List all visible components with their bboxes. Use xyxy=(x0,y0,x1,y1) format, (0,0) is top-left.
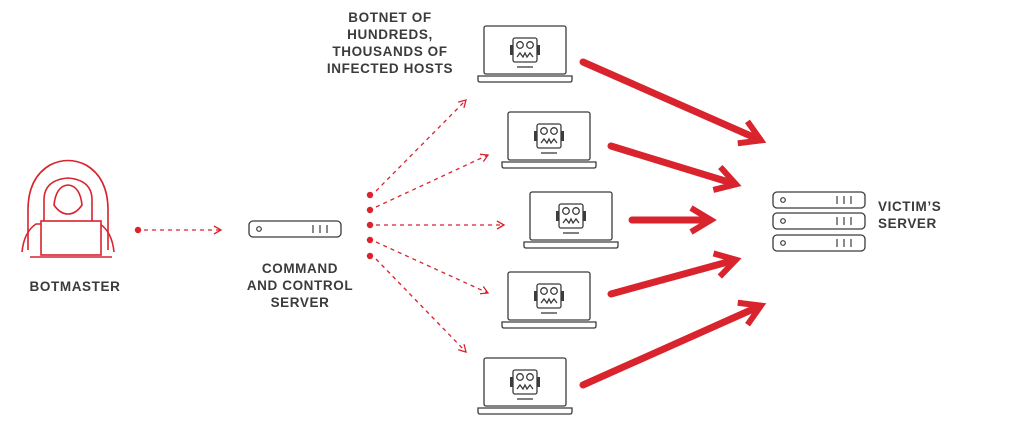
victim-label-line: VICTIM’S xyxy=(878,199,942,214)
cnc-broadcast-dots xyxy=(366,191,374,260)
server-stack-icon xyxy=(772,191,866,252)
botmaster-dot xyxy=(134,226,142,234)
botnet-label: BOTNET OF HUNDREDS, THOUSANDS OF INFECTE… xyxy=(305,9,475,77)
victim-server-label: VICTIM’S SERVER xyxy=(878,198,968,232)
attack-arrows xyxy=(579,58,767,389)
victim-label-line: SERVER xyxy=(878,216,937,231)
laptop-robot-icon xyxy=(523,191,619,249)
hooded-hacker-icon xyxy=(21,159,115,258)
server-icon xyxy=(248,220,342,238)
cnc-label-line: AND CONTROL xyxy=(246,278,354,293)
laptop-robot-icon xyxy=(501,111,597,169)
cnc-to-hosts-arrows xyxy=(375,99,506,353)
botnet-label-line: THOUSANDS OF xyxy=(332,44,448,59)
botnet-label-line: BOTNET OF xyxy=(348,10,432,25)
cnc-label: COMMAND AND CONTROL SERVER xyxy=(240,260,360,311)
botnet-label-line: HUNDREDS, xyxy=(347,27,433,42)
cnc-label-line: COMMAND xyxy=(261,261,339,276)
laptop-robot-icon xyxy=(501,271,597,329)
laptop-robot-icon xyxy=(477,357,573,415)
botnet-label-line: INFECTED HOSTS xyxy=(326,61,454,76)
botmaster-label: BOTMASTER xyxy=(29,279,121,294)
cnc-label-line: SERVER xyxy=(270,295,330,310)
laptop-robot-icon xyxy=(477,25,573,83)
